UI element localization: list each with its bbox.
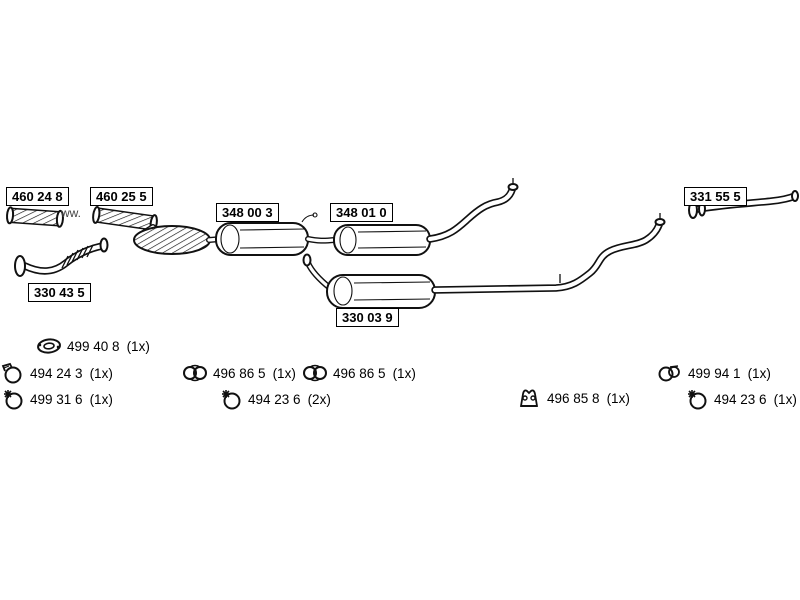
part-number-text: 499 94 1: [688, 365, 741, 381]
hardware-item: 499 31 6 (1x): [1, 388, 113, 410]
catalytic-converter-art: [133, 225, 224, 255]
part-label-331555: 331 55 5: [684, 187, 747, 206]
hardware-item: 496 86 5 (1x): [302, 362, 416, 384]
part-label-348003: 348 00 3: [216, 203, 279, 222]
hardware-item: 494 24 3 (1x): [1, 362, 113, 384]
rubber-mount-icon: [519, 389, 539, 407]
clamp-bolt-icon: [688, 390, 707, 410]
part-number-text: 494 24 3: [30, 365, 83, 381]
quantity-text: (1x): [126, 338, 150, 354]
hardware-item: 494 23 6 (2x): [219, 388, 331, 410]
flex-pipe-a-art: [6, 206, 64, 228]
quantity-text: (1x): [773, 391, 797, 407]
hardware-item: 494 23 6 (1x): [685, 388, 797, 410]
part-label-330435: 330 43 5: [28, 283, 91, 302]
muffler-348010-art: [333, 224, 431, 256]
muffler-348003-art: [215, 212, 318, 256]
part-label-348010: 348 01 0: [330, 203, 393, 222]
rubber-hanger-icon: [183, 364, 207, 382]
watermark-text: ww.: [61, 206, 82, 220]
part-label-460248: 460 24 8: [6, 187, 69, 206]
ring-hanger-icon: [658, 365, 680, 382]
part-label-460255: 460 25 5: [90, 187, 153, 206]
quantity-text: (1x): [89, 391, 113, 407]
rubber-hanger-icon: [303, 364, 327, 382]
s-pipe-art: [426, 178, 519, 243]
quantity-text: (2x): [307, 391, 331, 407]
hardware-item: 496 86 5 (1x): [182, 362, 296, 384]
hardware-item: 499 40 8 (1x): [36, 336, 150, 356]
quantity-text: (1x): [747, 365, 771, 381]
part-number-text: 496 86 5: [213, 365, 266, 381]
part-number-text: 499 40 8: [67, 338, 120, 354]
front-pipe-art: [14, 237, 109, 277]
part-number-text: 494 23 6: [714, 391, 767, 407]
muffler-330039-art: [302, 213, 666, 309]
part-number-text: 494 23 6: [248, 391, 301, 407]
quantity-text: (1x): [392, 365, 416, 381]
part-number-text: 496 86 5: [333, 365, 386, 381]
hardware-item: 496 85 8 (1x): [516, 386, 630, 410]
part-number-text: 496 85 8: [547, 390, 600, 406]
gasket-ring-icon: [37, 338, 61, 354]
quantity-text: (1x): [272, 365, 296, 381]
part-label-330039: 330 03 9: [336, 308, 399, 327]
pipe-clamp-icon: [1, 362, 22, 384]
part-number-text: 499 31 6: [30, 391, 83, 407]
quantity-text: (1x): [89, 365, 113, 381]
quantity-text: (1x): [606, 390, 630, 406]
hardware-item: 499 94 1 (1x): [657, 362, 771, 384]
clamp-bolt-icon: [222, 390, 241, 410]
clamp-bolt-icon: [4, 390, 23, 410]
